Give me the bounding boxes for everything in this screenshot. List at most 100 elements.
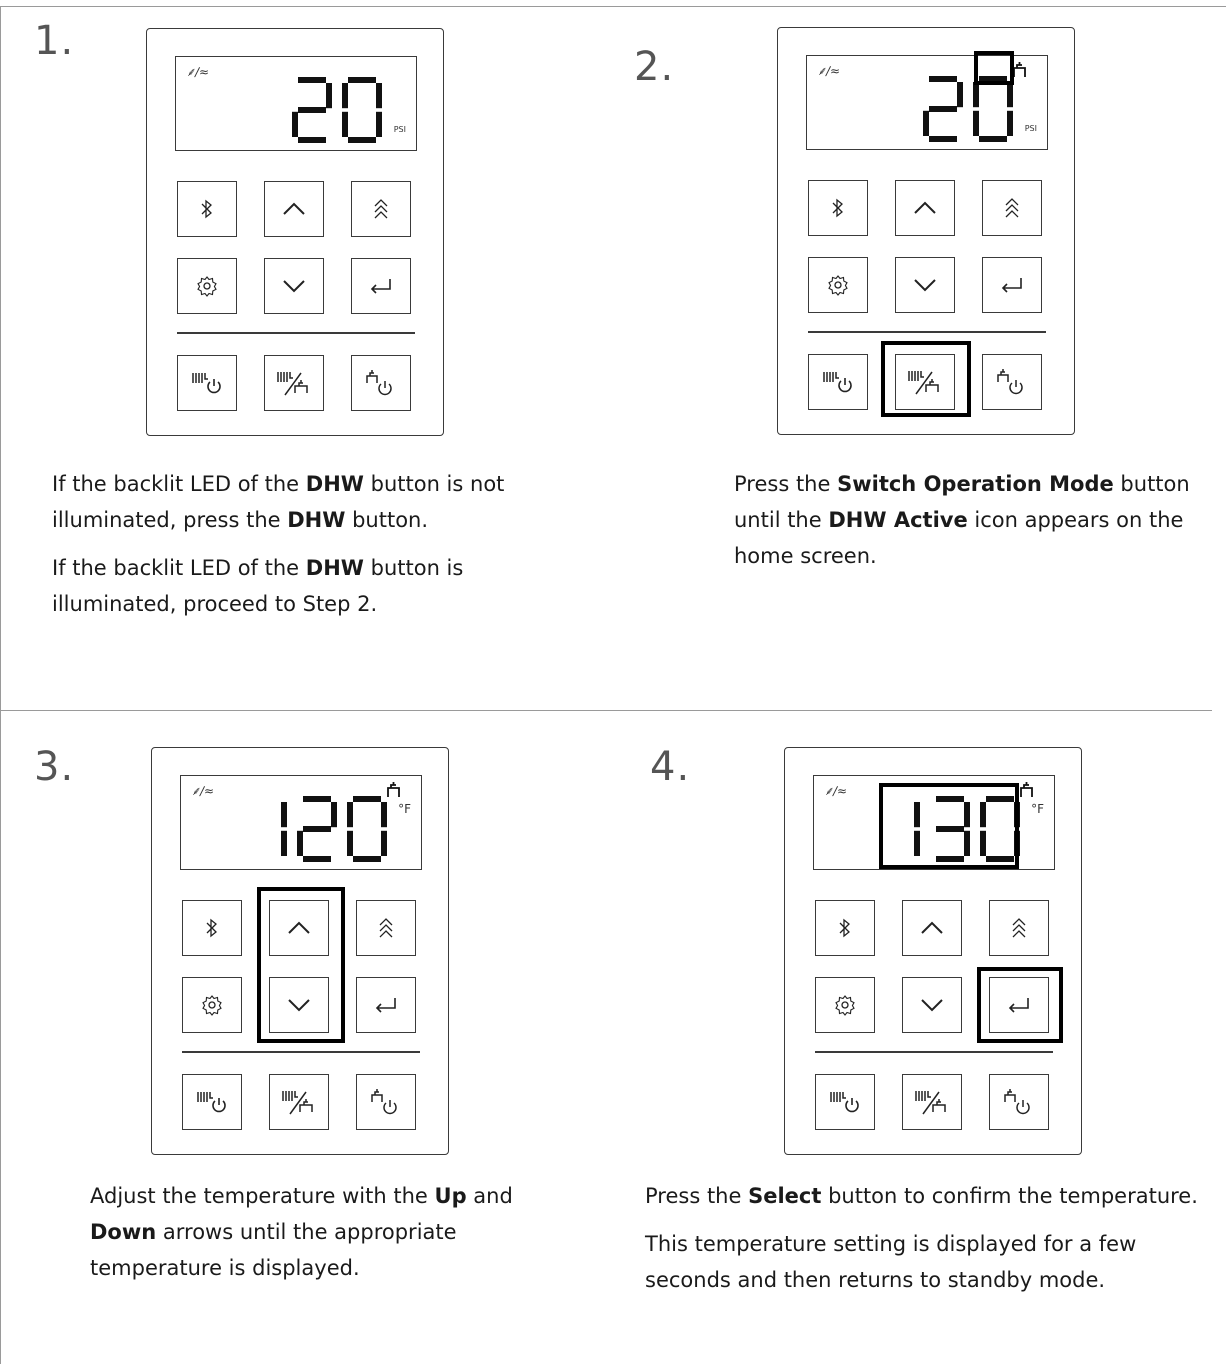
enter-arrow-icon xyxy=(1006,996,1032,1014)
dhw-button[interactable] xyxy=(356,1074,416,1130)
radiator-tap-switch-icon xyxy=(913,1088,951,1116)
step-caption: Press the Select button to confirm the t… xyxy=(645,1178,1215,1310)
settings-button[interactable] xyxy=(182,977,242,1033)
control-panel: ⸙∕≈ °F xyxy=(784,747,1082,1155)
display-unit: °F xyxy=(398,802,411,816)
down-arrow-button[interactable] xyxy=(269,977,329,1033)
caption-text: Press the xyxy=(734,472,838,496)
caption-bold-term: Select xyxy=(748,1184,822,1208)
heating-power-button[interactable] xyxy=(182,1074,242,1130)
caption-text: arrows until the appropriate temperature… xyxy=(90,1220,457,1280)
caption-text: button. xyxy=(345,508,429,532)
step-caption: Adjust the temperature with the Up and D… xyxy=(90,1178,520,1298)
down-arrow-button[interactable] xyxy=(902,977,962,1033)
heating-power-button[interactable] xyxy=(815,1074,875,1130)
settings-button[interactable] xyxy=(808,257,868,313)
chevron-down-icon xyxy=(282,279,306,293)
down-arrow-button[interactable] xyxy=(895,257,955,313)
segment-digit xyxy=(930,796,970,862)
segment-digit xyxy=(923,76,963,142)
display-unit: PSI xyxy=(393,125,406,134)
settings-button[interactable] xyxy=(177,258,237,314)
radiator-power-icon xyxy=(828,1088,862,1116)
gear-icon xyxy=(827,274,849,296)
gear-icon xyxy=(834,994,856,1016)
heating-power-button[interactable] xyxy=(808,354,868,410)
switch-mode-button[interactable] xyxy=(264,355,324,411)
enter-arrow-icon xyxy=(999,276,1025,294)
caption-text: button is illuminated, proceed to Step 2… xyxy=(52,556,464,616)
up-arrow-button[interactable] xyxy=(895,180,955,236)
tap-power-icon xyxy=(995,368,1029,396)
segment-digit xyxy=(297,796,337,862)
caption-text: button is not illuminated, press the xyxy=(52,472,505,532)
caption-text: If the backlit LED of the xyxy=(52,556,306,580)
radiator-power-icon xyxy=(195,1088,229,1116)
control-panel: ⸙∕≈PSI xyxy=(777,27,1075,435)
fast-up-button[interactable] xyxy=(356,900,416,956)
fast-up-button[interactable] xyxy=(982,180,1042,236)
segment-digit xyxy=(342,77,382,143)
dhw-button[interactable] xyxy=(351,355,411,411)
control-panel: ⸙∕≈ PSI xyxy=(146,28,444,436)
heating-power-button[interactable] xyxy=(177,355,237,411)
switch-mode-button[interactable] xyxy=(895,354,955,410)
dhw-button[interactable] xyxy=(982,354,1042,410)
tap-power-icon xyxy=(364,369,398,397)
switch-mode-button[interactable] xyxy=(902,1074,962,1130)
display-unit: °F xyxy=(1031,802,1044,816)
step-caption: Press the Switch Operation Mode button u… xyxy=(734,466,1194,586)
down-arrow-button[interactable] xyxy=(264,258,324,314)
bluetooth-icon xyxy=(831,198,845,218)
fast-up-button[interactable] xyxy=(351,181,411,237)
chevron-up-icon xyxy=(287,921,311,935)
up-arrow-button[interactable] xyxy=(264,181,324,237)
display-value xyxy=(923,76,1013,142)
dhw-button[interactable] xyxy=(989,1074,1049,1130)
caption-paragraph: Press the Select button to confirm the t… xyxy=(645,1178,1215,1214)
up-arrow-button[interactable] xyxy=(902,900,962,956)
control-panel: ⸙∕≈°F xyxy=(151,747,449,1155)
bluetooth-button[interactable] xyxy=(182,900,242,956)
caption-text: Adjust the temperature with the xyxy=(90,1184,435,1208)
step-number: 3. xyxy=(34,744,75,790)
caption-bold-term: DHW xyxy=(305,556,364,580)
bluetooth-button[interactable] xyxy=(815,900,875,956)
caption-text: If the backlit LED of the xyxy=(52,472,306,496)
bluetooth-icon xyxy=(200,199,214,219)
select-button[interactable] xyxy=(356,977,416,1033)
bluetooth-icon xyxy=(838,918,852,938)
display-value xyxy=(247,796,387,862)
bluetooth-button[interactable] xyxy=(177,181,237,237)
select-button[interactable] xyxy=(351,258,411,314)
up-arrow-button[interactable] xyxy=(269,900,329,956)
select-button[interactable] xyxy=(982,257,1042,313)
button-divider xyxy=(808,331,1046,333)
dhw-active-icon xyxy=(385,781,403,799)
highlight-switch-mode-button xyxy=(881,341,971,417)
highlight-display-digits xyxy=(879,783,1019,869)
fast-up-button[interactable] xyxy=(989,900,1049,956)
caption-bold-term: DHW Active xyxy=(828,508,968,532)
flame-icon: ⸙∕≈ xyxy=(824,784,848,798)
chevron-up-icon xyxy=(282,202,306,216)
bluetooth-button[interactable] xyxy=(808,180,868,236)
display-unit: PSI xyxy=(1024,124,1037,133)
caption-bold-term: Switch Operation Mode xyxy=(837,472,1114,496)
radiator-tap-switch-icon xyxy=(906,368,944,396)
enter-arrow-icon xyxy=(368,277,394,295)
select-button[interactable] xyxy=(989,977,1049,1033)
flame-icon: ⸙∕≈ xyxy=(186,65,210,79)
page-border-left xyxy=(0,6,1,1364)
switch-mode-button[interactable] xyxy=(269,1074,329,1130)
dhw-active-icon xyxy=(1011,61,1029,79)
caption-paragraph: Adjust the temperature with the Up and D… xyxy=(90,1178,520,1286)
radiator-power-icon xyxy=(821,368,855,396)
page-border-top xyxy=(0,6,1226,7)
settings-button[interactable] xyxy=(815,977,875,1033)
segment-digit xyxy=(973,76,1013,142)
double-chevron-up-icon xyxy=(1011,917,1027,939)
segment-digit xyxy=(347,796,387,862)
caption-text: button to confirm the temperature. xyxy=(821,1184,1198,1208)
dhw-active-icon xyxy=(1018,781,1036,799)
